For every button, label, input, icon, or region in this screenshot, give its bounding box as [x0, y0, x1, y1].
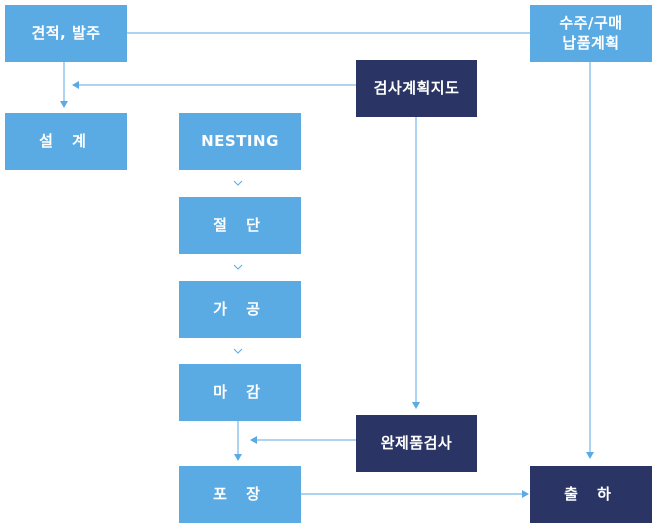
chevron-processing-finishing — [233, 348, 243, 354]
arrowhead-shipping-right — [522, 490, 529, 498]
chevron-nesting-cutting — [233, 180, 243, 186]
shipping-box: 출 하 — [530, 466, 652, 523]
inspection-plan-box: 검사계획지도 — [356, 60, 477, 117]
finishing-label: 마 감 — [213, 382, 267, 401]
arrowhead-final-inspection — [412, 402, 420, 409]
order-purchase-label-line2: 납품계획 — [562, 33, 620, 52]
design-label: 설 계 — [39, 131, 93, 150]
arrowhead-final-inspection-left — [250, 436, 257, 444]
finishing-box: 마 감 — [179, 364, 301, 421]
nesting-box: NESTING — [179, 113, 301, 170]
order-purchase-box: 수주/구매 납품계획 — [530, 5, 652, 62]
cutting-box: 절 단 — [179, 197, 301, 254]
arrowhead-shipping-down — [586, 452, 594, 459]
processing-label: 가 공 — [213, 299, 267, 318]
nesting-label: NESTING — [201, 131, 279, 150]
arrowhead-design — [60, 101, 68, 108]
final-inspection-label: 완제품검사 — [380, 433, 453, 452]
order-purchase-label-line1: 수주/구매 — [559, 14, 623, 32]
estimate-order-box: 견적, 발주 — [5, 5, 127, 62]
design-box: 설 계 — [5, 113, 127, 170]
chevron-cutting-processing — [233, 264, 243, 270]
shipping-label: 출 하 — [564, 484, 618, 503]
packing-box: 포 장 — [179, 466, 301, 523]
arrowhead-inspection-plan-left — [72, 81, 79, 89]
inspection-plan-label: 검사계획지도 — [373, 78, 460, 97]
final-inspection-box: 완제품검사 — [356, 415, 477, 472]
processing-box: 가 공 — [179, 281, 301, 338]
estimate-order-label: 견적, 발주 — [31, 23, 101, 42]
cutting-label: 절 단 — [213, 215, 267, 234]
packing-label: 포 장 — [213, 484, 267, 503]
arrowhead-packing — [234, 454, 242, 461]
